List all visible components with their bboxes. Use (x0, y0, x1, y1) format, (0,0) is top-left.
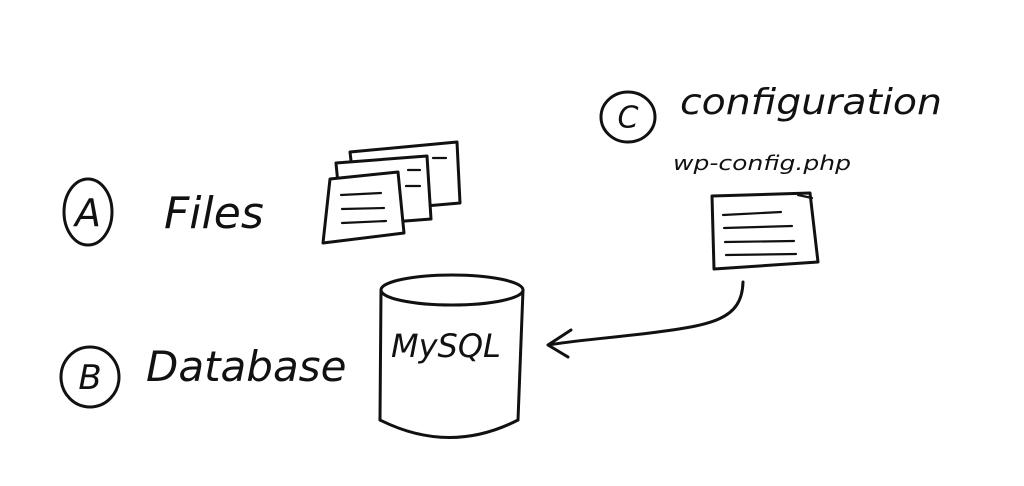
marker-c: C (618, 101, 639, 136)
files-label: Files (164, 188, 264, 239)
cylinder-top (379, 273, 525, 307)
document-lines (339, 156, 448, 225)
marker-a: A (72, 191, 101, 235)
item-a: A Files (62, 177, 264, 247)
arrow-head (546, 328, 573, 359)
configuration-label: configuration (680, 82, 942, 123)
document-icon (710, 191, 820, 271)
marker-circle-b (59, 345, 121, 409)
database-name: MySQL (391, 327, 501, 365)
stacked-documents-icon (321, 140, 462, 245)
database-cylinder-icon: MySQL (378, 273, 525, 439)
config-file-name: wp-config.php (673, 151, 851, 175)
cylinder-left-side (378, 288, 383, 422)
item-c: C configuration wp-config.php (599, 82, 942, 175)
arrow-line (547, 280, 745, 347)
config-document-lines (721, 210, 798, 257)
database-label: Database (146, 342, 346, 391)
marker-circle-a (62, 177, 114, 247)
cylinder-bottom (378, 418, 520, 439)
config-to-database-arrow (546, 280, 745, 359)
marker-b: B (78, 358, 101, 398)
item-b: B Database (59, 342, 346, 409)
config-document (710, 191, 820, 271)
cylinder-right-side (516, 288, 525, 422)
config-document-fold (796, 193, 814, 200)
marker-circle-c (599, 90, 657, 144)
